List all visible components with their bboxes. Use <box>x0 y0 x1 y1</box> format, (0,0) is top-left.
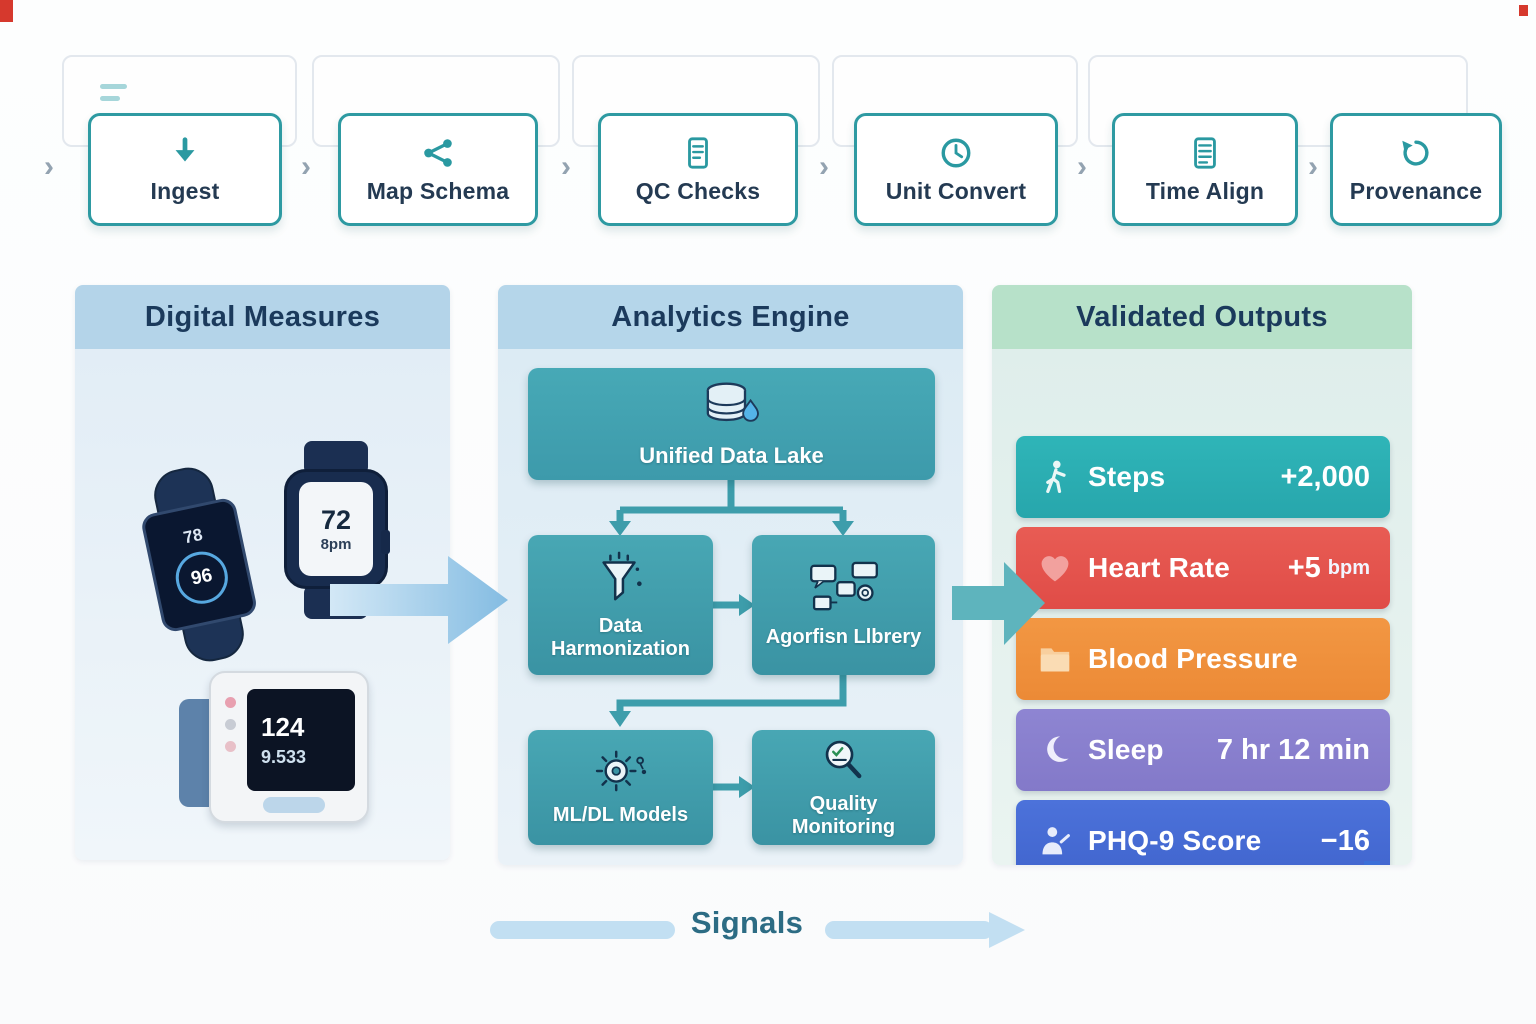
watch-time: 8pm <box>320 536 352 553</box>
arrow-analytics-to-outputs <box>952 562 1045 645</box>
pipeline-step-time-align: Time Align <box>1112 113 1298 226</box>
output-value: +5 <box>1287 551 1321 584</box>
panel-digital-measures: Digital Measures 78 96 72 8pm <box>75 285 450 860</box>
arrow-digital-to-analytics <box>330 556 508 644</box>
output-label: Sleep <box>1088 734 1164 765</box>
output-unit: bpm <box>1327 556 1370 579</box>
bp-body: 124 9.533 <box>209 671 369 823</box>
output-label: PHQ-9 Score <box>1088 825 1262 856</box>
output-label: Heart Rate <box>1088 552 1231 583</box>
clock-icon <box>939 135 973 171</box>
schema-branch-icon <box>420 135 456 171</box>
panel-header: Digital Measures <box>75 285 450 349</box>
bp-indicator-dot <box>225 719 236 730</box>
bp-diastolic: 9.533 <box>261 747 307 767</box>
pipeline-step-label: Unit Convert <box>885 177 1027 204</box>
blood-pressure-monitor: 124 9.533 <box>179 671 372 831</box>
panel-header: Validated Outputs <box>992 285 1412 349</box>
node-label: Data Harmonization <box>551 614 690 660</box>
artifact-top-right <box>1519 5 1528 16</box>
pipeline-step-map-schema: Map Schema <box>338 113 538 226</box>
output-value: −16 <box>1320 824 1370 857</box>
algorithm-library-icon <box>809 561 879 620</box>
gear-icon <box>594 749 648 798</box>
artifact-top-left <box>0 0 13 22</box>
node-label: Unified Data Lake <box>639 442 824 468</box>
download-icon <box>168 135 202 171</box>
pipeline-step-unit-convert: Unit Convert <box>854 113 1058 226</box>
node-algorithm-library: Agorfisn Llbrery <box>752 535 935 675</box>
watch-screen: 72 8pm <box>299 482 373 576</box>
pipeline-step-label: Time Align <box>1145 177 1265 204</box>
panel-body: Unified Data Lake Data Harmonization Ago… <box>498 349 963 865</box>
panel-title: Digital Measures <box>144 300 381 333</box>
watch-body: 72 8pm <box>284 469 390 589</box>
output-row-sleep: Sleep 7 hr 12 min <box>1016 709 1390 791</box>
pipeline-step-provenance: Provenance <box>1330 113 1502 226</box>
bp-systolic: 124 <box>261 712 305 742</box>
panel-body: Steps +2,000 Heart Rate +5 bpm Blood Pre… <box>992 349 1412 865</box>
pipeline-step-label: Map Schema <box>366 177 510 204</box>
heart-icon <box>1034 551 1076 585</box>
chevron-separator: › <box>1077 150 1087 183</box>
menu-icon <box>100 84 127 108</box>
pipeline-step-ingest: Ingest <box>88 113 282 226</box>
panel-title: Analytics Engine <box>611 300 850 333</box>
person-icon <box>1034 824 1076 858</box>
output-row-steps: Steps +2,000 <box>1016 436 1390 518</box>
output-value: +2,000 <box>1280 460 1370 493</box>
node-quality-monitoring: Quality Monitoring <box>752 730 935 845</box>
flow-connectors <box>609 480 854 798</box>
pipeline-step-label: QC Checks <box>635 177 761 204</box>
magnifier-icon <box>819 736 869 787</box>
panel-analytics-engine: Analytics Engine <box>498 285 963 865</box>
bookmark-ribbon <box>1364 861 1380 865</box>
folder-icon <box>1034 643 1076 675</box>
chevron-separator: › <box>1308 150 1318 183</box>
node-unified-data-lake: Unified Data Lake <box>528 368 935 480</box>
chevron-separator: › <box>301 150 311 183</box>
history-icon <box>1399 135 1433 171</box>
panel-body: 78 96 72 8pm <box>75 349 450 860</box>
pipeline-step-qc-checks: QC Checks <box>598 113 798 226</box>
signals-arrow-right <box>825 912 1025 948</box>
chevron-separator: › <box>561 150 571 183</box>
fitness-band: 78 96 <box>114 455 284 673</box>
node-label: Quality Monitoring <box>791 793 896 838</box>
panel-title: Validated Outputs <box>1076 300 1328 333</box>
pipeline-step-label: Ingest <box>150 177 220 204</box>
chevron-separator: › <box>44 150 54 183</box>
node-label: ML/DL Models <box>552 803 689 826</box>
signals-label: Signals <box>690 905 804 940</box>
watch-reading: 72 <box>320 505 352 535</box>
band-screen: 78 96 <box>139 496 259 634</box>
moon-icon <box>1034 733 1076 767</box>
panel-validated-outputs: Validated Outputs Steps +2,000 Heart Rat… <box>992 285 1412 865</box>
output-row-phq9: PHQ-9 Score −16 <box>1016 800 1390 865</box>
pipeline-step-label: Provenance <box>1349 177 1483 204</box>
node-label: Agorfisn Llbrery <box>765 626 922 648</box>
output-row-heart-rate: Heart Rate +5 bpm <box>1016 527 1390 609</box>
data-lake-icon <box>700 380 764 437</box>
bp-indicator-dot <box>225 697 236 708</box>
bp-screen: 124 9.533 <box>247 689 355 791</box>
chevron-separator: › <box>819 150 829 183</box>
aligned-list-icon <box>1188 135 1222 171</box>
panel-header: Analytics Engine <box>498 285 963 349</box>
funnel-icon <box>594 550 648 609</box>
node-ml-dl-models: ML/DL Models <box>528 730 713 845</box>
bp-indicator-dot <box>225 741 236 752</box>
output-value: 7 hr 12 min <box>1216 733 1370 766</box>
output-label: Steps <box>1088 461 1166 492</box>
band-reading: 78 <box>181 524 205 548</box>
bp-button <box>263 797 325 813</box>
node-data-harmonization: Data Harmonization <box>528 535 713 675</box>
walking-icon <box>1034 458 1076 496</box>
document-check-icon <box>681 135 715 171</box>
band-ring-reading: 96 <box>170 546 233 609</box>
output-row-blood-pressure: Blood Pressure <box>1016 618 1390 700</box>
output-label: Blood Pressure <box>1088 643 1298 674</box>
watch-crown <box>381 530 390 554</box>
signals-bar-left <box>490 921 675 939</box>
